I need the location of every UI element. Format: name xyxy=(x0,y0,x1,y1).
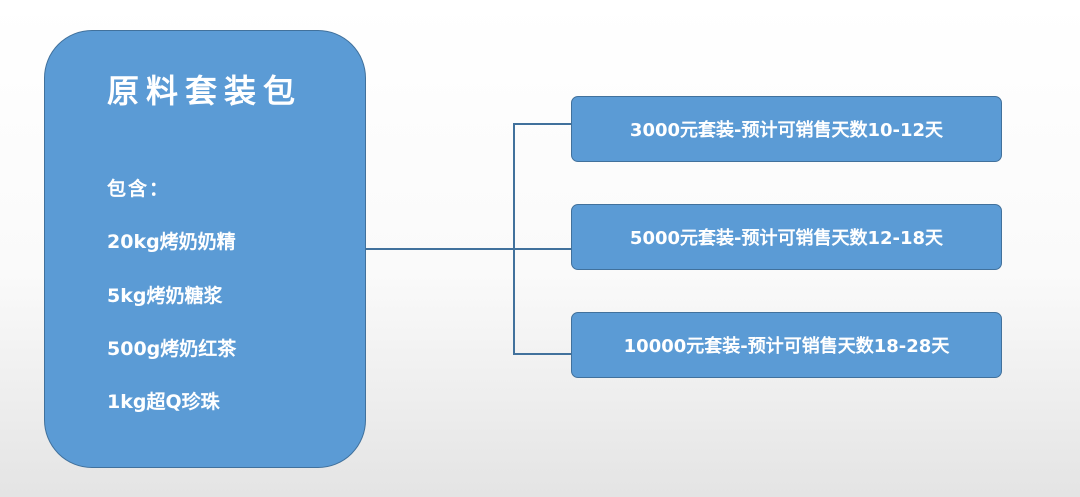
package-item: 500g烤奶红茶 xyxy=(107,338,237,360)
option-label: 10000元套装-预计可销售天数18-28天 xyxy=(623,336,950,357)
option-box-5000: 5000元套装-预计可销售天数12-18天 xyxy=(571,204,1002,270)
option-label: 5000元套装-预计可销售天数12-18天 xyxy=(629,228,944,249)
package-item: 1kg超Q珍珠 xyxy=(107,391,220,413)
option-box-10000: 10000元套装-预计可销售天数18-28天 xyxy=(571,312,1002,378)
package-title: 原料套装包 xyxy=(107,72,303,110)
package-item: 20kg烤奶奶精 xyxy=(107,231,236,253)
option-box-3000: 3000元套装-预计可销售天数10-12天 xyxy=(571,96,1002,162)
contains-label: 包含： xyxy=(107,178,171,200)
package-box: 原料套装包 包含： 20kg烤奶奶精 5kg烤奶糖浆 500g烤奶红茶 1kg超… xyxy=(44,30,366,468)
package-item: 5kg烤奶糖浆 xyxy=(107,285,223,307)
option-label: 3000元套装-预计可销售天数10-12天 xyxy=(629,120,944,141)
